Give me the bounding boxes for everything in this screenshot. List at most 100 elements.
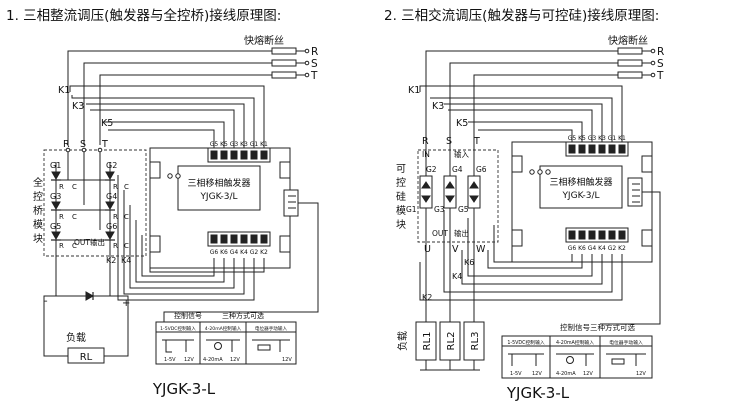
right-ctrl-sub-1: 12V — [532, 371, 542, 377]
right-control-table: 控制信号三种方式可选 1-5VDC控制输入 4-20mA控制输入 电位器手动输入… — [501, 322, 653, 379]
left-g2: G2 — [106, 161, 117, 170]
right-ctrl-title: 控制信号三种方式可选 — [560, 322, 635, 332]
left-ctrl-sub-0: 1-5V — [164, 357, 176, 363]
rb-term-0: G6 — [568, 245, 577, 252]
right-diagram: 2. 三相交流调压(触发器与可控硅)接线原理图: 快熔断丝 R S T K1 K… — [384, 7, 664, 402]
svg-text:C: C — [124, 242, 129, 250]
right-phase-s: S — [657, 58, 664, 70]
rt-term-3: K3 — [598, 135, 606, 142]
right-scr-t: T — [473, 136, 480, 147]
left-bridge-s: S — [80, 139, 86, 150]
right-k1: K1 — [408, 85, 420, 96]
svg-text:R: R — [113, 183, 118, 191]
left-load-resistor — [67, 347, 105, 364]
right-ctrl-sub-2: 4-20mA — [556, 371, 576, 377]
lb-term-2: G4 — [230, 249, 239, 256]
lb-term-3: K4 — [240, 249, 248, 256]
right-scr-module — [417, 149, 499, 243]
svg-text:C: C — [124, 213, 129, 221]
right-ctrl-sub-4: 12V — [636, 371, 646, 377]
lt-term-4: G1 — [250, 141, 259, 148]
left-ctrl-sub-3: 12V — [230, 357, 240, 363]
right-title: 2. 三相交流调压(触发器与可控硅)接线原理图: — [384, 7, 659, 24]
left-diagram: 1. 三相整流调压(触发器与全控桥)接线原理图: 快熔断丝 R S T K1 K… — [6, 7, 319, 398]
left-fuse-s — [271, 59, 297, 67]
right-g2: G2 — [426, 165, 437, 174]
left-ctrl-cell-0: 1-5VDC控制输入 — [160, 325, 196, 332]
right-module-name: 三相移相触发器 — [549, 176, 612, 188]
left-phase-t: T — [310, 70, 318, 82]
left-k2: K2 — [106, 256, 116, 265]
left-control-table: 控制信号 三种方式可选 1-5VDC控制输入 4-20mA控制输入 电位器手动输… — [155, 311, 297, 365]
right-ctrl-cell-1: 4-20mA控制输入 — [556, 339, 594, 346]
left-bridge-label-0: 全 — [33, 176, 43, 189]
left-ctrl-sub-2: 4-20mA — [203, 357, 223, 363]
right-k4: K4 — [452, 272, 462, 281]
left-g1: G1 — [50, 161, 61, 170]
left-ctrl-sub-1: 12V — [184, 357, 194, 363]
right-u: U — [424, 244, 431, 255]
right-scr-s: S — [446, 136, 452, 147]
lb-term-0: G6 — [210, 249, 219, 256]
left-minus: - — [44, 296, 48, 307]
right-fuse-r — [617, 47, 643, 55]
left-title: 1. 三相整流调压(触发器与全控桥)接线原理图: — [6, 7, 281, 24]
left-g5: G5 — [50, 222, 61, 231]
left-fuse-label: 快熔断丝 — [244, 34, 284, 47]
left-bridge-label-2: 桥 — [33, 205, 43, 217]
right-k6: K6 — [464, 258, 474, 267]
left-ctrl-sub-4: 12V — [282, 357, 292, 363]
svg-text:R: R — [113, 242, 118, 250]
right-fuse-s — [617, 59, 643, 67]
lb-term-1: K6 — [220, 249, 228, 256]
left-fuse-t — [271, 71, 297, 79]
right-rl2: RL2 — [446, 332, 457, 351]
left-diode — [85, 291, 95, 301]
left-bridge-label-1: 控 — [33, 190, 43, 203]
right-rl1: RL1 — [422, 332, 433, 351]
right-phase-t: T — [656, 70, 664, 82]
right-ctrl-cell-2: 电位器手动输入 — [609, 339, 643, 346]
left-k1: K1 — [58, 85, 70, 96]
left-bottom-label: YJGK-3-L — [152, 380, 216, 398]
right-module-label-1: 控 — [396, 176, 406, 189]
svg-text:R: R — [113, 213, 118, 221]
svg-text:R: R — [59, 183, 64, 191]
left-bridge-label-4: 块 — [33, 233, 43, 245]
left-k5: K5 — [101, 118, 113, 129]
right-module-label-2: 硅 — [396, 190, 406, 203]
lb-term-4: G2 — [250, 249, 259, 256]
rt-term-4: G1 — [608, 135, 617, 142]
rt-term-1: K5 — [578, 135, 586, 142]
right-ctrl-sub-3: 12V — [583, 371, 593, 377]
svg-text:C: C — [72, 213, 77, 221]
right-phase-r: R — [657, 46, 664, 58]
right-output-label: 输出 — [454, 228, 469, 238]
left-k3: K3 — [72, 101, 84, 112]
left-phase-r: R — [311, 46, 318, 58]
right-ctrl-cell-0: 1-5VDC控制输入 — [507, 339, 545, 346]
right-k3: K3 — [432, 101, 444, 112]
left-bridge-label-3: 模 — [33, 219, 43, 231]
left-module-label-box — [177, 165, 261, 211]
right-fuse-label: 快熔断丝 — [608, 34, 648, 47]
left-bridge-r: R — [63, 139, 70, 150]
left-module-model: YJGK-3/L — [199, 192, 237, 202]
svg-text:R: R — [59, 242, 64, 250]
right-g5: G5 — [458, 205, 469, 214]
right-top-terminals: G5 K5 G3 K3 G1 K1 — [565, 135, 629, 157]
lt-term-1: K5 — [220, 141, 228, 148]
right-module-label-box — [539, 165, 623, 209]
svg-text:C: C — [72, 242, 77, 250]
left-plus: + — [122, 298, 130, 309]
lb-term-5: K2 — [260, 249, 268, 256]
left-fuse-r — [271, 47, 297, 55]
right-module-label-4: 块 — [396, 219, 406, 231]
rb-term-4: G2 — [608, 245, 617, 252]
right-k2: K2 — [422, 293, 432, 302]
left-g6: G6 — [106, 222, 117, 231]
left-out-label: OUT输出 — [74, 237, 105, 247]
right-g4: G4 — [452, 165, 463, 174]
